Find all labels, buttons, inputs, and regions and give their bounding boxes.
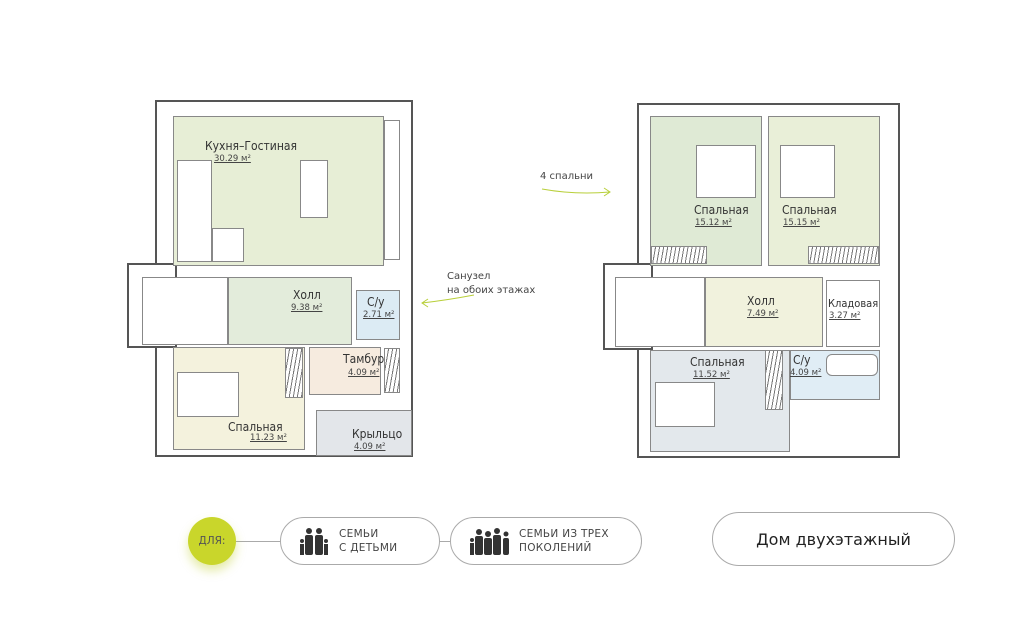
room-label: Спальная <box>782 203 837 217</box>
wardrobe <box>384 348 400 393</box>
room-hall <box>228 277 352 345</box>
sofa <box>177 160 212 262</box>
wardrobe <box>651 246 707 264</box>
room-porch <box>316 410 412 456</box>
room-area: 4.09 м² <box>354 442 386 452</box>
room-area: 11.52 м² <box>693 370 730 380</box>
arrow-left-icon <box>421 294 475 308</box>
note-bedrooms: 4 спальни <box>540 171 594 182</box>
room-label: С/у <box>793 353 811 367</box>
room-label: Кладовая <box>828 297 879 310</box>
tag-line: СЕМЬИ <box>339 528 379 540</box>
room-hall <box>705 277 823 347</box>
stairs <box>615 277 705 347</box>
room-label: Спальная <box>228 420 283 434</box>
room-bathroom <box>356 290 400 340</box>
wardrobe <box>765 350 783 410</box>
arrow-right-icon <box>541 187 611 197</box>
tag-line: С ДЕТЬМИ <box>339 542 398 554</box>
wardrobe <box>285 348 303 398</box>
dining-table <box>300 160 328 218</box>
room-label: Холл <box>747 294 775 308</box>
tag-families-with-children: СЕМЬИ С ДЕТЬМИ <box>280 517 440 565</box>
bed <box>780 145 835 198</box>
room-label: С/у <box>367 295 385 309</box>
bed <box>655 382 715 427</box>
room-area: 2.71 м² <box>363 310 395 320</box>
note-line: на обоих этажах <box>447 285 536 296</box>
room-area: 3.27 м² <box>829 311 861 321</box>
room-vestibule <box>309 347 381 395</box>
bed <box>177 372 239 417</box>
room-label: Спальная <box>694 203 749 217</box>
tag-line: СЕМЬИ ИЗ ТРЕХ <box>519 528 609 540</box>
tag-text: СЕМЬИ ИЗ ТРЕХ ПОКОЛЕНИЙ <box>519 527 609 555</box>
note-bathroom: Санузел на обоих этажах <box>447 270 535 298</box>
three-generations-icon <box>470 528 509 555</box>
room-area: 7.49 м² <box>747 309 779 319</box>
room-area: 30.29 м² <box>214 154 251 164</box>
house-type-badge: Дом двухэтажный <box>712 512 955 566</box>
room-label: Спальная <box>690 355 745 369</box>
room-label: Холл <box>293 288 321 302</box>
tag-three-generations: СЕМЬИ ИЗ ТРЕХ ПОКОЛЕНИЙ <box>450 517 642 565</box>
bathtub <box>826 354 878 376</box>
room-area: 15.15 м² <box>783 218 820 228</box>
wardrobe <box>808 246 879 264</box>
room-label: Тамбур <box>343 352 385 366</box>
room-area: 9.38 м² <box>291 303 323 313</box>
room-area: 4.09 м² <box>348 368 380 378</box>
room-area: 4.09 м² <box>790 368 822 378</box>
tag-line: ПОКОЛЕНИЙ <box>519 542 592 554</box>
bed <box>696 145 756 198</box>
tag-text: СЕМЬИ С ДЕТЬМИ <box>339 527 397 555</box>
family-icon <box>300 528 328 555</box>
note-line: Санузел <box>447 271 491 282</box>
stairs <box>142 277 228 345</box>
room-area: 11.23 м² <box>250 433 287 443</box>
kitchen-counter <box>384 120 400 260</box>
room-storage <box>826 280 880 347</box>
room-label: Кухня–Гостиная <box>205 139 297 153</box>
room-label: Крыльцо <box>352 427 403 441</box>
sofa-corner <box>212 228 244 262</box>
room-area: 15.12 м² <box>695 218 732 228</box>
for-badge: ДЛЯ: <box>188 517 236 565</box>
